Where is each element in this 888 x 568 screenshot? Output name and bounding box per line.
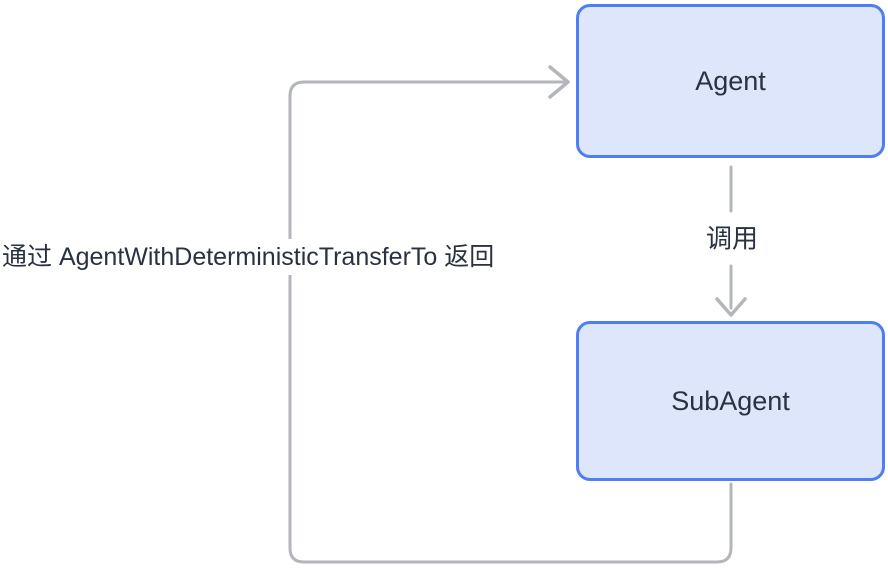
return-edge-line	[288, 80, 733, 564]
node-subagent-label: SubAgent	[671, 385, 790, 416]
node-agent: Agent	[576, 4, 885, 158]
node-agent-label: Agent	[695, 65, 766, 96]
return-arrowhead-icon	[548, 65, 570, 99]
call-arrowhead-icon	[715, 297, 747, 317]
edge-label-call: 调用	[701, 216, 763, 258]
edge-label-return: 通过 AgentWithDeterministicTransferTo 返回	[0, 239, 501, 275]
node-subagent: SubAgent	[576, 321, 885, 481]
